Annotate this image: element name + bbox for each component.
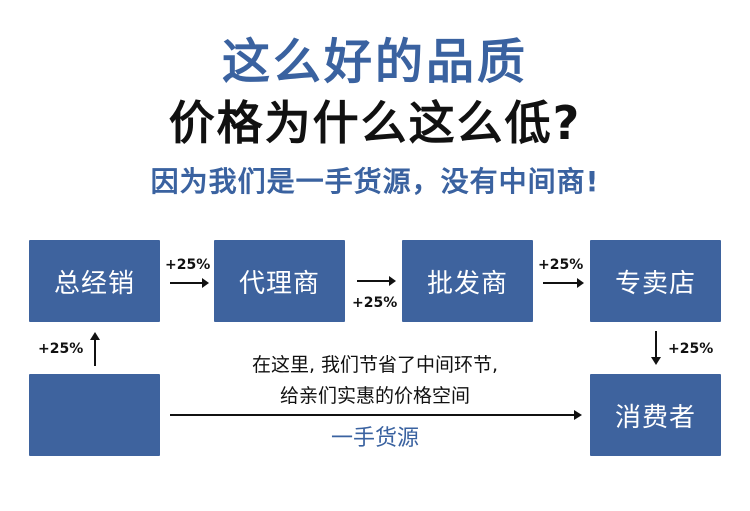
node-store: 专卖店 <box>590 240 721 322</box>
node-consumer: 消费者 <box>590 374 721 456</box>
direct-source-label: 一手货源 <box>330 426 419 451</box>
headline-question: 价格为什么这么低? <box>168 96 582 150</box>
node-agent: 代理商 <box>214 240 345 322</box>
headline-quality: 这么好的品质 <box>221 34 528 90</box>
markup-source-to-general: +25% <box>38 341 84 357</box>
arrow-direct-icon <box>170 410 582 420</box>
node-wholesaler: 批发商 <box>402 240 533 322</box>
savings-note-line2: 给亲们实惠的价格空间 <box>279 385 470 407</box>
markup-agent-to-wholesaler: +25% <box>352 295 398 311</box>
node-source <box>29 374 160 456</box>
arrow-right-icon <box>357 276 396 286</box>
markup-store-to-consumer: +25% <box>668 341 714 357</box>
savings-note-line1: 在这里, 我们节省了中间环节, <box>251 354 499 376</box>
node-general-distributor: 总经销 <box>29 240 160 322</box>
arrow-up-icon <box>90 332 100 366</box>
arrow-down-icon <box>651 331 661 365</box>
markup-general-to-agent: +25% <box>165 257 211 273</box>
arrow-right-icon <box>543 278 584 288</box>
arrow-right-icon <box>170 278 209 288</box>
headline-answer: 因为我们是一手货源，没有中间商! <box>150 165 600 198</box>
markup-wholesaler-to-store: +25% <box>538 257 584 273</box>
